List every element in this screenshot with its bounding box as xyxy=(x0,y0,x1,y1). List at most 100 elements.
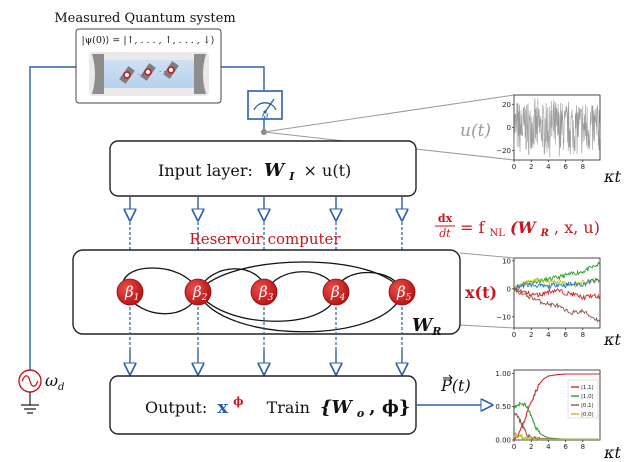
svg-text:= f NL (W R: = f NL (W R , x, u) xyxy=(460,218,600,240)
x-tick-label: 0 xyxy=(512,443,516,451)
atom-chain: · · · · · · xyxy=(119,61,179,84)
quantum-system-box: |ψ(0)⟩ = |↑, . . . , ↑, . . . , ↓⟩ · · ·… xyxy=(75,28,222,104)
svg-text:Input layer: W I: Input layer: W I × u(t) xyxy=(158,160,351,184)
x-tick-label: 6 xyxy=(563,331,568,339)
x-tick-label: 8 xyxy=(581,443,585,451)
right-mirror xyxy=(194,54,206,94)
ode-num: dx xyxy=(438,212,453,225)
legend-entry: |0,1⟩ xyxy=(581,402,594,409)
state-series-2 xyxy=(513,276,601,291)
legend-entry: |0,0⟩ xyxy=(581,411,594,418)
x-tick-label: 4 xyxy=(546,443,551,451)
ode-rhs: = f xyxy=(460,218,485,237)
ode-tail: , x, u) xyxy=(554,218,600,237)
drive-source: ωd xyxy=(18,369,64,414)
meter-icon: M xyxy=(247,90,283,121)
output-label: Output: xyxy=(145,398,207,417)
x-label: x(t) xyxy=(465,283,497,302)
y-tick-label: 1.00 xyxy=(495,370,511,378)
svg-text:β3: β3 xyxy=(258,283,274,303)
quantum-system-title: Measured Quantum system xyxy=(54,11,235,26)
svg-text:P(t): P(t) xyxy=(440,376,471,395)
output-box: Output: x ϕ Train {W o , ϕ} xyxy=(109,375,417,435)
probability-series-4 xyxy=(513,431,600,441)
state-series-1 xyxy=(513,261,601,292)
ode-args-sub: R xyxy=(540,228,549,239)
neuron-1: β1 xyxy=(116,278,144,306)
u-label: u(t) xyxy=(460,121,491,141)
y-tick-label: 20 xyxy=(502,101,511,109)
y-tick-label: −10 xyxy=(496,313,511,321)
kappa-t-label-2: κt xyxy=(603,330,621,349)
state-series-5 xyxy=(513,286,601,323)
x-tick-label: 4 xyxy=(546,331,551,339)
output-params: {W xyxy=(320,397,354,418)
x-tick-label: 2 xyxy=(529,163,533,171)
kappa-t-label-1: κt xyxy=(603,167,621,186)
output-arrows xyxy=(130,292,402,374)
ode-rhs-sub: NL xyxy=(490,228,506,239)
probability-label: P(t) xyxy=(440,374,471,395)
y-tick-label: 0 xyxy=(507,285,511,293)
x-tick-label: 2 xyxy=(529,331,533,339)
input-weight-sub: I xyxy=(288,170,295,183)
svg-text:β2: β2 xyxy=(192,283,208,303)
svg-text:β4: β4 xyxy=(330,283,346,303)
x-tick-label: 8 xyxy=(581,163,585,171)
zoom-lines-x xyxy=(459,252,515,329)
reservoir-states-chart: 0 2 4 6 8 10 0 −10 xyxy=(496,257,601,339)
input-layer-box: Input layer: W I × u(t) xyxy=(109,140,417,197)
probability-legend: |1,1⟩ |1,0⟩ |0,1⟩ |0,0⟩ xyxy=(567,379,599,419)
x-tick-label: 4 xyxy=(546,163,551,171)
drive-label: ω xyxy=(45,371,58,390)
kappa-t-label-3: κt xyxy=(603,443,621,462)
legend-entry: |1,1⟩ xyxy=(581,384,594,391)
reservoir-neurons: β1 β2 β3 β4 β5 xyxy=(116,278,416,306)
output-params-sub: o xyxy=(357,407,364,420)
neuron-2: β2 xyxy=(184,278,212,306)
x-tick-label: 2 xyxy=(529,443,533,451)
output-params-tail: , ϕ} xyxy=(369,397,410,418)
y-tick-label: −20 xyxy=(496,147,511,155)
drive-label-sub: d xyxy=(58,382,64,393)
x-tick-label: 6 xyxy=(563,163,568,171)
input-weight-symbol: W xyxy=(264,160,286,181)
probability-chart: 0 2 4 6 8 1.00 0.50 0.00 |1,1⟩ |1,0⟩ |0,1⟩ |0,0⟩ xyxy=(495,369,601,451)
ode-args: (W xyxy=(510,218,538,237)
ode-den: dt xyxy=(439,227,451,240)
legend-entry: |1,0⟩ xyxy=(581,393,594,400)
svg-text:Output: x ϕ: Output: x ϕ Train {W o , ϕ} xyxy=(145,390,410,421)
state-series-3 xyxy=(513,277,601,290)
y-tick-label: 0 xyxy=(507,124,511,132)
ode-equation: dx dt = f NL (W R , x, u) xyxy=(435,212,600,240)
svg-text:· · ·: · · · xyxy=(159,68,170,76)
left-mirror xyxy=(92,54,104,94)
x-tick-label: 6 xyxy=(563,443,568,451)
input-weight-tail: × u(t) xyxy=(304,161,352,180)
x-tick-label: 8 xyxy=(581,331,585,339)
meter-label: M xyxy=(260,113,269,121)
noise-series xyxy=(513,98,601,158)
svg-text:· · ·: · · · xyxy=(138,71,149,79)
output-x: x xyxy=(217,397,228,418)
x-tick-label: 0 xyxy=(512,331,516,339)
svg-text:β5: β5 xyxy=(396,283,412,303)
reservoir-title: Reservoir computer xyxy=(189,230,341,248)
svg-text:β1: β1 xyxy=(124,283,139,303)
output-x-sup: ϕ xyxy=(233,395,243,408)
svg-text:ωd: ωd xyxy=(45,371,64,393)
neuron-4: β4 xyxy=(322,278,350,306)
neuron-5: β5 xyxy=(388,278,416,306)
y-tick-label: 0.50 xyxy=(495,403,511,411)
x-tick-label: 0 xyxy=(512,163,516,171)
state-series-4 xyxy=(513,286,601,301)
input-layer-label: Input layer: xyxy=(158,161,253,180)
output-train: Train xyxy=(267,398,310,417)
neuron-3: β3 xyxy=(250,278,278,306)
quantum-state: |ψ(0)⟩ = |↑, . . . , ↑, . . . , ↓⟩ xyxy=(82,35,215,46)
y-tick-label: 0.00 xyxy=(495,437,511,445)
y-tick-label: 10 xyxy=(502,257,511,265)
reservoir-matrix: WR xyxy=(412,315,441,338)
